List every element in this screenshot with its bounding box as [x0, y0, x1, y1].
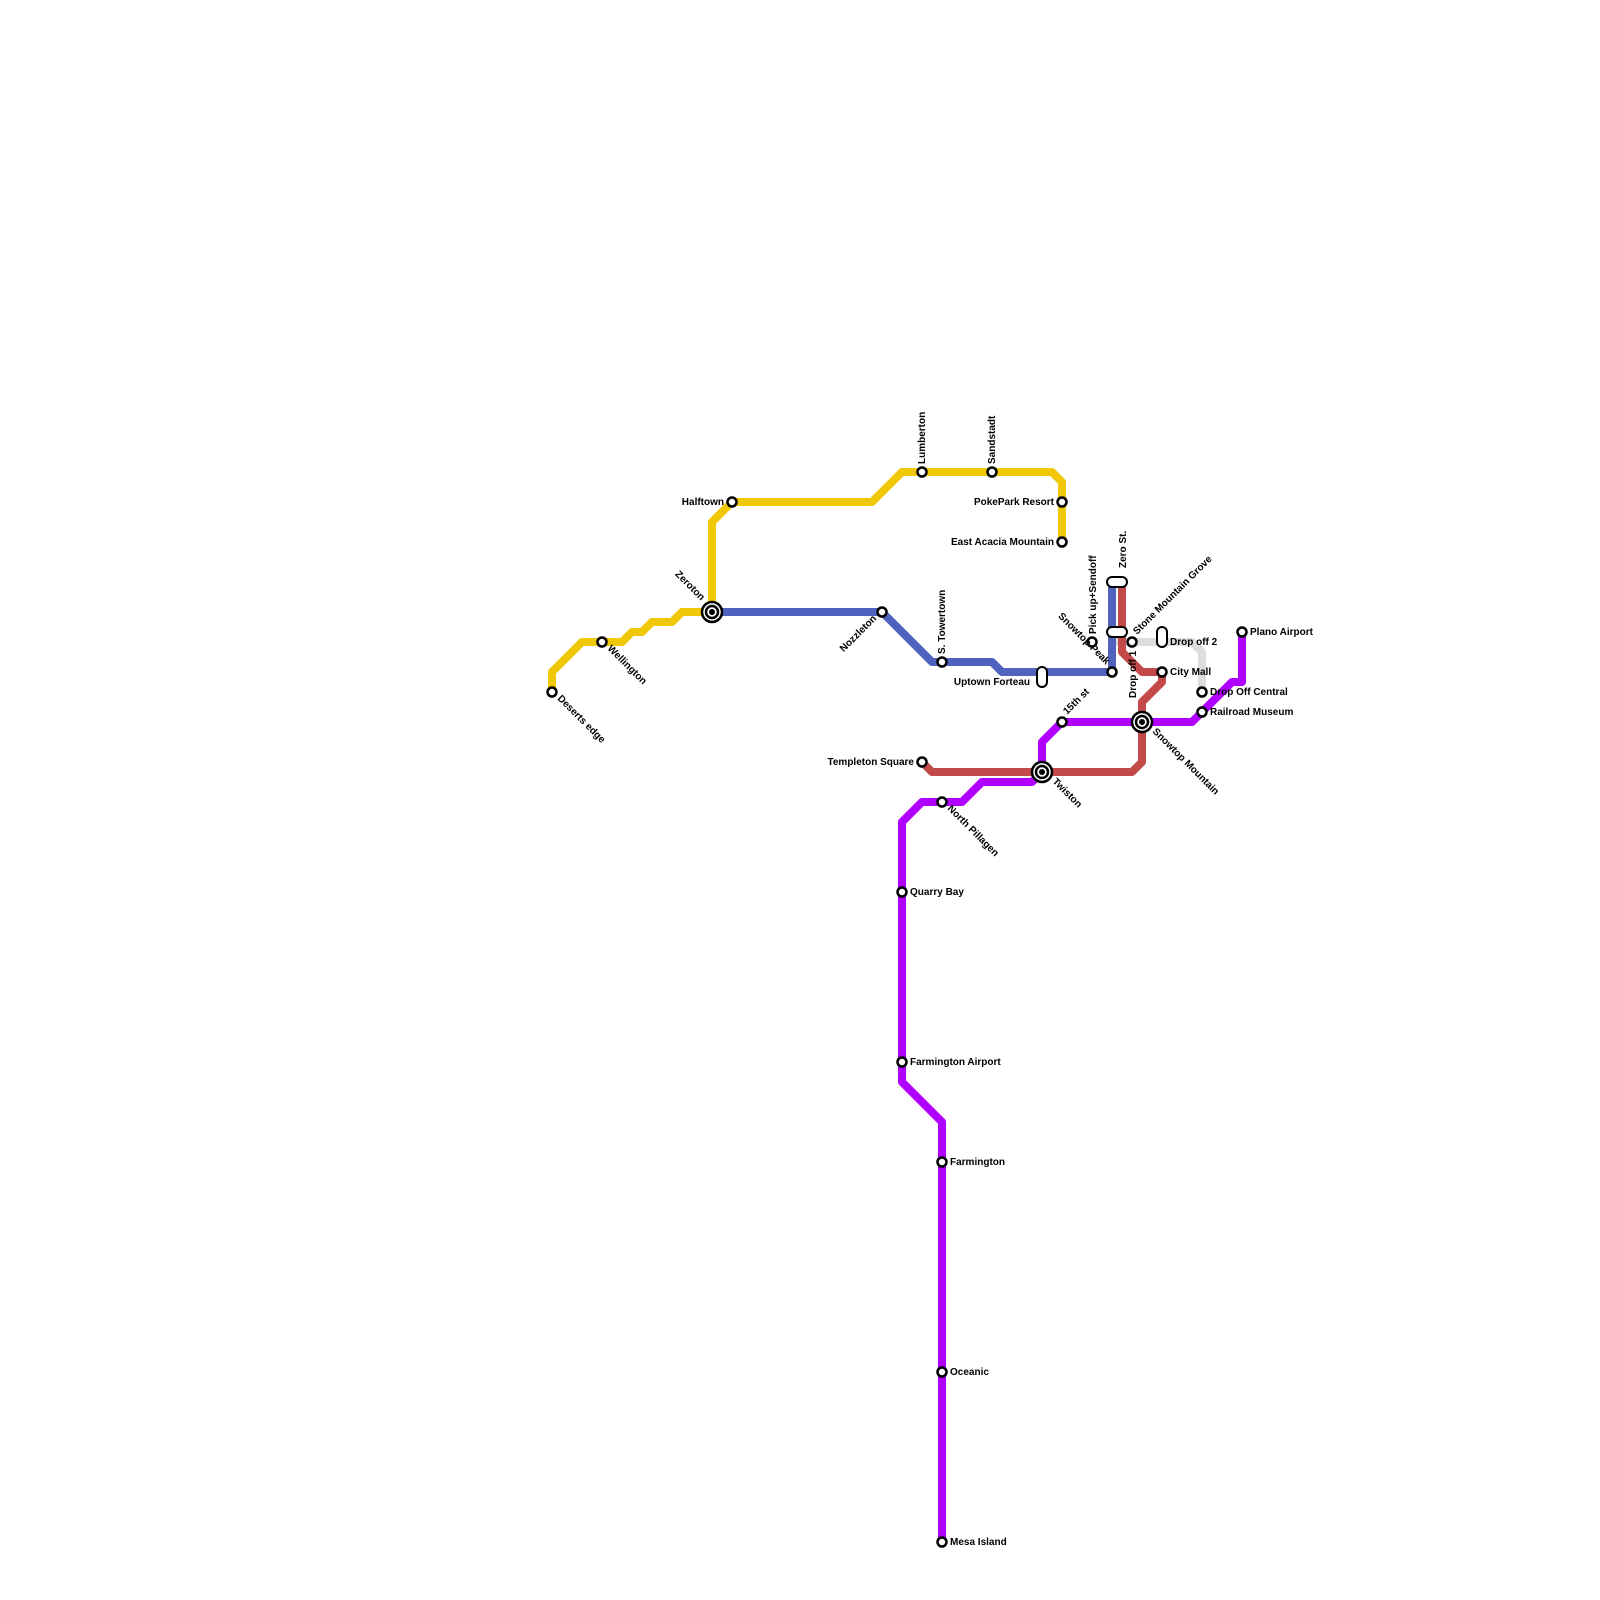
- pokepark-resort-label: PokePark Resort: [974, 497, 1055, 508]
- snowtop-peak-label: Snowtop Peak: [1056, 611, 1112, 667]
- pick-up-sendoff-interchange[interactable]: [1106, 626, 1128, 638]
- fifteenth-st-label: 15th st: [1061, 686, 1092, 717]
- drop-off-central-label: Drop Off Central: [1210, 687, 1288, 698]
- snowtop-peak-stop[interactable]: [1106, 666, 1118, 678]
- drop-off-2-interchange[interactable]: [1156, 626, 1168, 648]
- deserts-edge-stop[interactable]: [546, 686, 558, 698]
- drop-off-2-label: Drop off 2: [1170, 637, 1218, 648]
- north-pillagen-stop[interactable]: [936, 796, 948, 808]
- zeroton-label: Zeroton: [673, 569, 707, 603]
- yellow-line: [548, 468, 1066, 692]
- mesa-island-label: Mesa Island: [950, 1537, 1007, 1548]
- east-acacia-mountain-stop[interactable]: [1056, 536, 1068, 548]
- templeton-square-stop[interactable]: [916, 756, 928, 768]
- nozzleton-label: Nozzleton: [838, 613, 879, 654]
- railroad-museum-label: Railroad Museum: [1210, 707, 1293, 718]
- city-mall-label: City Mall: [1170, 667, 1211, 678]
- deserts-edge-label: Deserts edge: [555, 693, 607, 745]
- mesa-island-stop[interactable]: [936, 1536, 948, 1548]
- zeroton-hub[interactable]: [700, 600, 724, 624]
- stone-mountain-grove-stop[interactable]: [1126, 636, 1138, 648]
- twiston-label: Twiston: [1050, 776, 1084, 810]
- oceanic-label: Oceanic: [950, 1367, 989, 1378]
- plano-airport-stop[interactable]: [1236, 626, 1248, 638]
- sandstadt-stop[interactable]: [986, 466, 998, 478]
- drop-off-central-stop[interactable]: [1196, 686, 1208, 698]
- plano-airport-label: Plano Airport: [1250, 627, 1314, 638]
- north-pillagen-label: North Pillagen: [945, 803, 1001, 859]
- east-acacia-mountain-label: East Acacia Mountain: [951, 537, 1054, 548]
- pokepark-resort-stop[interactable]: [1056, 496, 1068, 508]
- farmington-airport-stop[interactable]: [896, 1056, 908, 1068]
- halftown-label: Halftown: [682, 497, 724, 508]
- pick-up-sendoff-stop[interactable]: [1086, 636, 1098, 648]
- s-towertown-label: S. Towertown: [937, 590, 948, 654]
- drop-off-1-label: Drop off 1: [1128, 650, 1139, 698]
- oceanic-stop[interactable]: [936, 1366, 948, 1378]
- lumberton-stop[interactable]: [916, 466, 928, 478]
- snowtop-mountain-label: Snowtop Mountain: [1150, 726, 1221, 797]
- s-towertown-stop[interactable]: [936, 656, 948, 668]
- farmington-airport-label: Farmington Airport: [910, 1057, 1001, 1068]
- nozzleton-stop[interactable]: [876, 606, 888, 618]
- blue-line: [712, 582, 1116, 676]
- stone-mountain-grove-label: Stone Mountain Grove: [1131, 554, 1215, 638]
- wellington-stop[interactable]: [596, 636, 608, 648]
- grey-line: [1114, 638, 1206, 692]
- fifteenth-st-stop[interactable]: [1056, 716, 1068, 728]
- templeton-square-label: Templeton Square: [828, 757, 915, 768]
- snowtop-mountain-hub[interactable]: [1130, 710, 1154, 734]
- farmington-stop[interactable]: [936, 1156, 948, 1168]
- quarry-bay-stop[interactable]: [896, 886, 908, 898]
- zero-st-interchange[interactable]: [1106, 576, 1128, 588]
- lumberton-label: Lumberton: [917, 412, 928, 464]
- railroad-museum-stop[interactable]: [1196, 706, 1208, 718]
- twiston-hub[interactable]: [1030, 760, 1054, 784]
- quarry-bay-label: Quarry Bay: [910, 887, 964, 898]
- halftown-stop[interactable]: [726, 496, 738, 508]
- uptown-forteau-interchange[interactable]: [1036, 666, 1048, 688]
- zero-st-label: Zero St.: [1118, 531, 1129, 568]
- sandstadt-label: Sandstadt: [987, 415, 998, 464]
- uptown-forteau-label: Uptown Forteau: [954, 677, 1030, 688]
- wellington-label: Wellington: [605, 643, 649, 687]
- farmington-label: Farmington: [950, 1157, 1005, 1168]
- city-mall-stop[interactable]: [1156, 666, 1168, 678]
- pick-up-sendoff-label: Pick up+Sendoff: [1088, 555, 1099, 634]
